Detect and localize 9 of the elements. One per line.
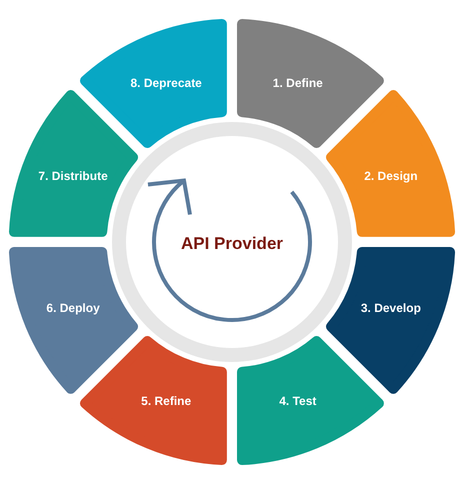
segment-label: 7. Distribute: [38, 169, 108, 184]
segment-label: 8. Deprecate: [130, 76, 202, 90]
segment-label: 1. Define: [272, 76, 323, 90]
hub-label: API Provider: [180, 234, 284, 254]
segment-label: 3. Develop: [360, 300, 421, 315]
segment-label: 4. Test: [279, 394, 316, 408]
segment-label: 2. Design: [364, 169, 418, 184]
segment-label: 5. Refine: [141, 394, 192, 408]
segment-label: 6. Deploy: [46, 300, 100, 315]
